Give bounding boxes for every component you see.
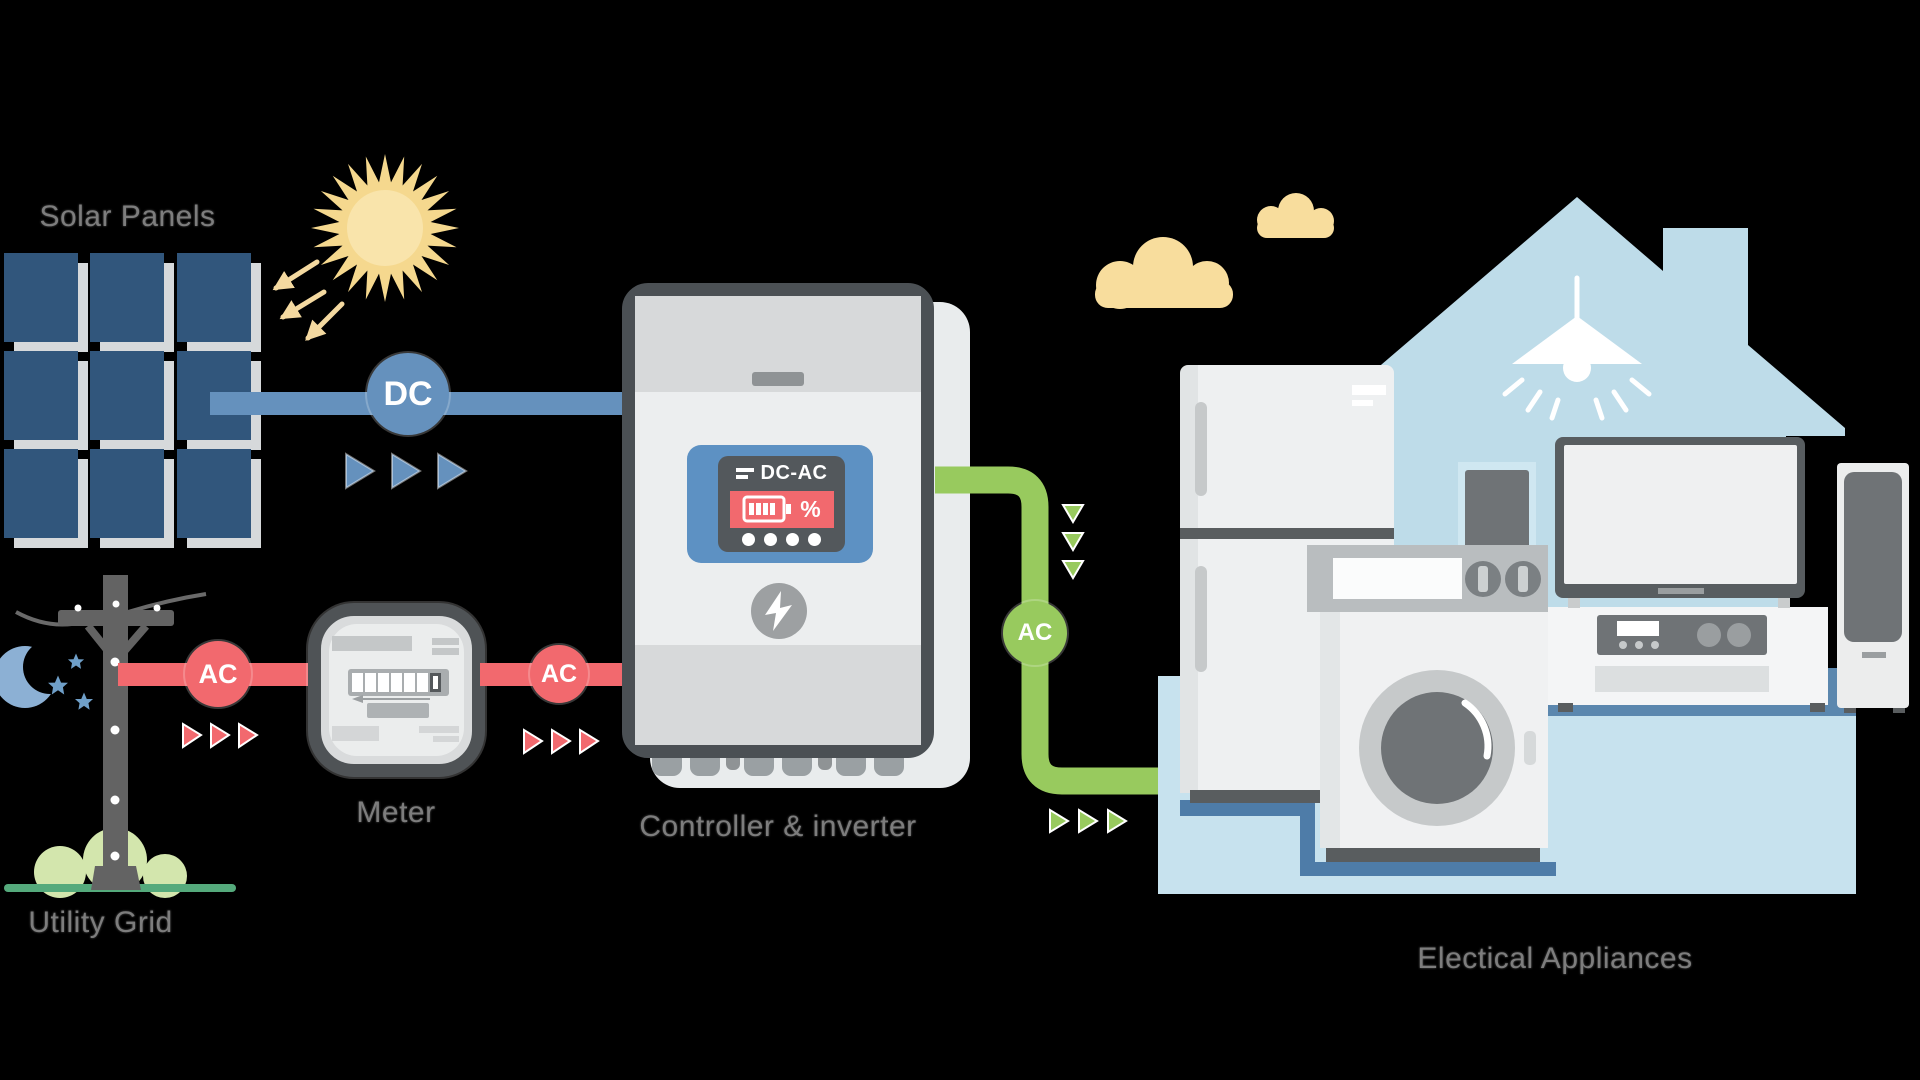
- washer-display-slot: [1333, 558, 1462, 599]
- controller-label: Controller & inverter: [639, 810, 917, 843]
- status-dots: [742, 533, 821, 547]
- menu-icon: [735, 467, 754, 479]
- tv-screen: [1564, 445, 1797, 584]
- controller-screen: DC-AC %: [718, 456, 845, 552]
- battery-status: %: [729, 490, 834, 528]
- controller-device: DC-AC %: [622, 283, 934, 758]
- tv-leg: [1568, 595, 1580, 608]
- receiver-knob: [1727, 623, 1751, 647]
- power-logo-icon: [751, 583, 807, 639]
- speaker-foot: [1844, 705, 1856, 713]
- screen-header: DC-AC: [735, 461, 828, 485]
- star-icon: [74, 692, 94, 710]
- mode-label: DC-AC: [760, 461, 828, 484]
- platform-step: [1300, 800, 1315, 876]
- solar-panel-cell: [90, 253, 164, 342]
- receiver-button: [1619, 641, 1627, 649]
- platform-step: [1180, 800, 1314, 816]
- star-icon: [67, 653, 85, 669]
- dc-badge: DC: [367, 353, 449, 435]
- register-digit: [378, 673, 389, 692]
- tv-leg: [1778, 595, 1790, 608]
- tv-stand-foot: [1810, 703, 1825, 712]
- ac-badge-grid: AC: [185, 641, 251, 707]
- receiver-display: [1617, 621, 1659, 636]
- appliances-label: Electical Appliances: [1417, 942, 1693, 975]
- ac-badge-output: AC: [1003, 601, 1067, 665]
- battery-icon: [742, 495, 792, 523]
- meter-bar: [367, 703, 429, 718]
- fridge-handle: [1195, 566, 1207, 672]
- tv-stand-shelf: [1595, 666, 1769, 692]
- tv-stand-foot: [1558, 703, 1573, 712]
- register-digit: [352, 673, 363, 692]
- sunlight-arrows-icon: [272, 259, 345, 341]
- ac-badge-meter: AC: [530, 645, 588, 703]
- solar-panel-cell: [4, 253, 78, 342]
- meter-register-display: [348, 669, 449, 696]
- washer-door-handle: [1524, 731, 1536, 765]
- dc-flow-arrows-icon: [345, 452, 468, 490]
- ac-flow-arrows-icon: [182, 722, 259, 749]
- washer-knob: [1505, 561, 1541, 597]
- moon-stars-icon: [0, 640, 94, 710]
- receiver-button: [1635, 641, 1643, 649]
- meter-top-bar: [332, 636, 412, 651]
- meter-bottom-bar: [332, 726, 379, 741]
- fridge-handle: [1195, 402, 1207, 496]
- meter-top-right-bar: [432, 638, 459, 645]
- fridge-divider: [1180, 528, 1394, 539]
- controller-vent: [752, 372, 804, 386]
- solar-panel-cell: [90, 449, 164, 538]
- register-digit: [417, 673, 428, 692]
- solar-panel-cell: [177, 449, 251, 538]
- register-digit: [391, 673, 402, 692]
- ac-flow-arrows-icon: [523, 728, 600, 755]
- speaker-box: [1465, 470, 1529, 548]
- solar-panel-cell: [4, 449, 78, 538]
- utility-grid-label: Utility Grid: [28, 906, 173, 939]
- meter-top-right-bar: [432, 648, 459, 655]
- receiver-button: [1651, 641, 1659, 649]
- controller-bottom-band: [635, 645, 921, 745]
- solar-panel-cell: [4, 351, 78, 440]
- meter-bottom-right-bar: [433, 736, 459, 742]
- washer-drum: [1359, 670, 1515, 826]
- washer-knob: [1465, 561, 1501, 597]
- controller-panel: DC-AC %: [687, 445, 873, 563]
- meter-dial-arrow-icon: [352, 695, 430, 703]
- fridge-logo-bar: [1352, 400, 1373, 406]
- meter-label: Meter: [356, 796, 436, 829]
- register-digit: [365, 673, 376, 692]
- ac-output-right-arrows-icon: [1049, 808, 1128, 834]
- platform-step: [1300, 862, 1556, 876]
- av-receiver: [1597, 615, 1767, 655]
- register-digit: [404, 673, 415, 692]
- solar-panel-cell: [177, 253, 251, 342]
- speaker-grille: [1844, 472, 1902, 642]
- speaker-foot: [1893, 705, 1905, 713]
- solar-panel-cell: [90, 351, 164, 440]
- utility-pole-icon: [15, 575, 207, 890]
- star-icon: [48, 675, 68, 695]
- cloud-icon: [1095, 237, 1233, 309]
- solar-panels-label: Solar Panels: [39, 200, 216, 233]
- meter-bottom-right-bar: [419, 726, 459, 733]
- receiver-knob: [1697, 623, 1721, 647]
- battery-percent-label: %: [800, 495, 821, 522]
- fridge-logo-bar: [1352, 385, 1386, 395]
- ac-output-down-arrows-icon: [1061, 504, 1085, 580]
- register-digit: [430, 673, 441, 692]
- sun-icon: [311, 154, 459, 302]
- tv-logo-bar: [1658, 588, 1704, 594]
- cloud-icon: [1257, 193, 1334, 238]
- washer-base: [1326, 846, 1540, 862]
- pendant-lamp-icon: [1502, 275, 1652, 421]
- speaker-port: [1862, 652, 1886, 658]
